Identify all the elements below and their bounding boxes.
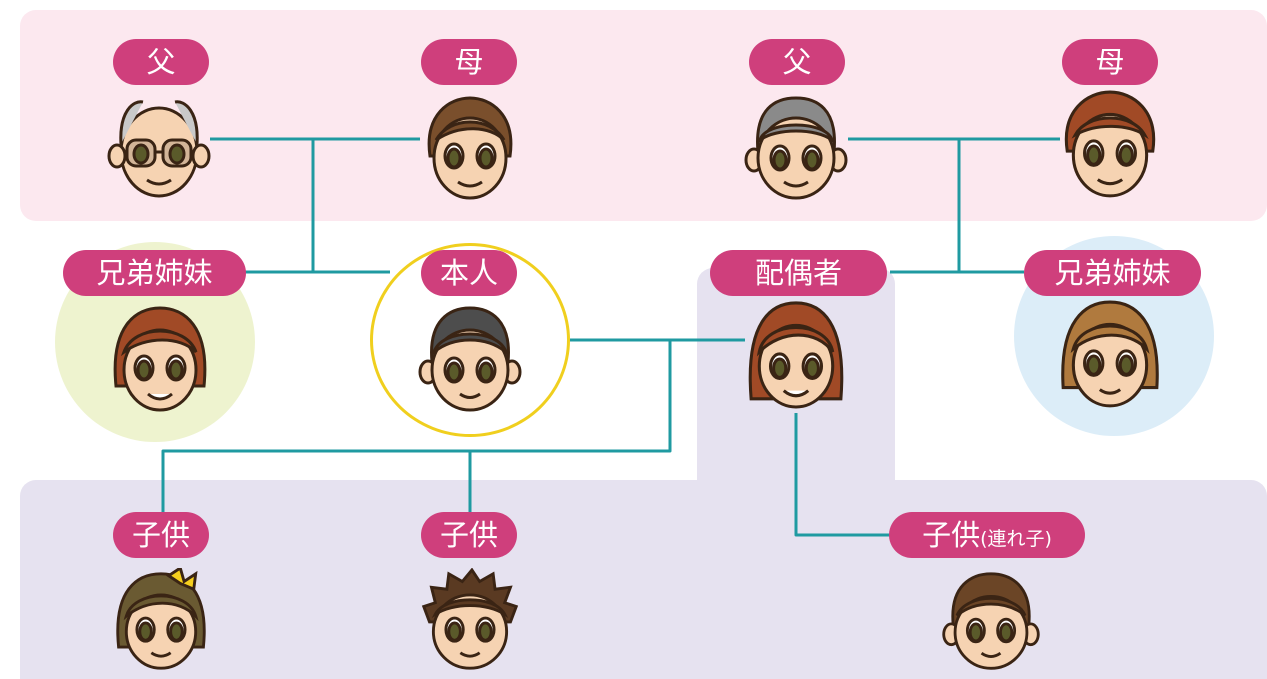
line-self-children xyxy=(161,340,672,517)
sister-face-icon xyxy=(113,306,207,412)
grandfather-face-icon xyxy=(744,96,848,200)
boy-face-icon xyxy=(942,572,1040,670)
label-father-self: 父 xyxy=(113,39,209,85)
boy-spiky-face-icon xyxy=(421,568,519,670)
grandmother-face-icon xyxy=(427,96,513,200)
label-father-spouse: 父 xyxy=(749,39,845,85)
line-self-parents xyxy=(210,137,420,274)
label-stepchild-note: (連れ子) xyxy=(980,528,1052,550)
label-mother-self: 母 xyxy=(421,39,517,85)
parents-band xyxy=(20,10,1267,221)
label-self: 本人 xyxy=(421,250,517,296)
grandmother-curly-face-icon xyxy=(1064,90,1156,198)
label-child-2: 子供 xyxy=(421,512,517,558)
woman-face-icon xyxy=(748,301,844,409)
line-spouse-parents xyxy=(848,137,1060,274)
label-mother-spouse: 母 xyxy=(1062,39,1158,85)
label-sibling-spouse: 兄弟姉妹 xyxy=(1024,250,1201,296)
line-stepchild xyxy=(794,413,890,537)
label-sibling-self: 兄弟姉妹 xyxy=(63,250,246,296)
girl-face-icon xyxy=(1061,300,1159,408)
label-stepchild: 子供(連れ子) xyxy=(889,512,1085,558)
label-stepchild-main: 子供 xyxy=(922,518,981,552)
man-face-icon xyxy=(418,306,522,412)
grandfather-glasses-face-icon xyxy=(107,100,211,198)
child-ribbon-face-icon xyxy=(116,568,206,670)
label-child-1: 子供 xyxy=(113,512,209,558)
label-spouse: 配偶者 xyxy=(710,250,887,296)
